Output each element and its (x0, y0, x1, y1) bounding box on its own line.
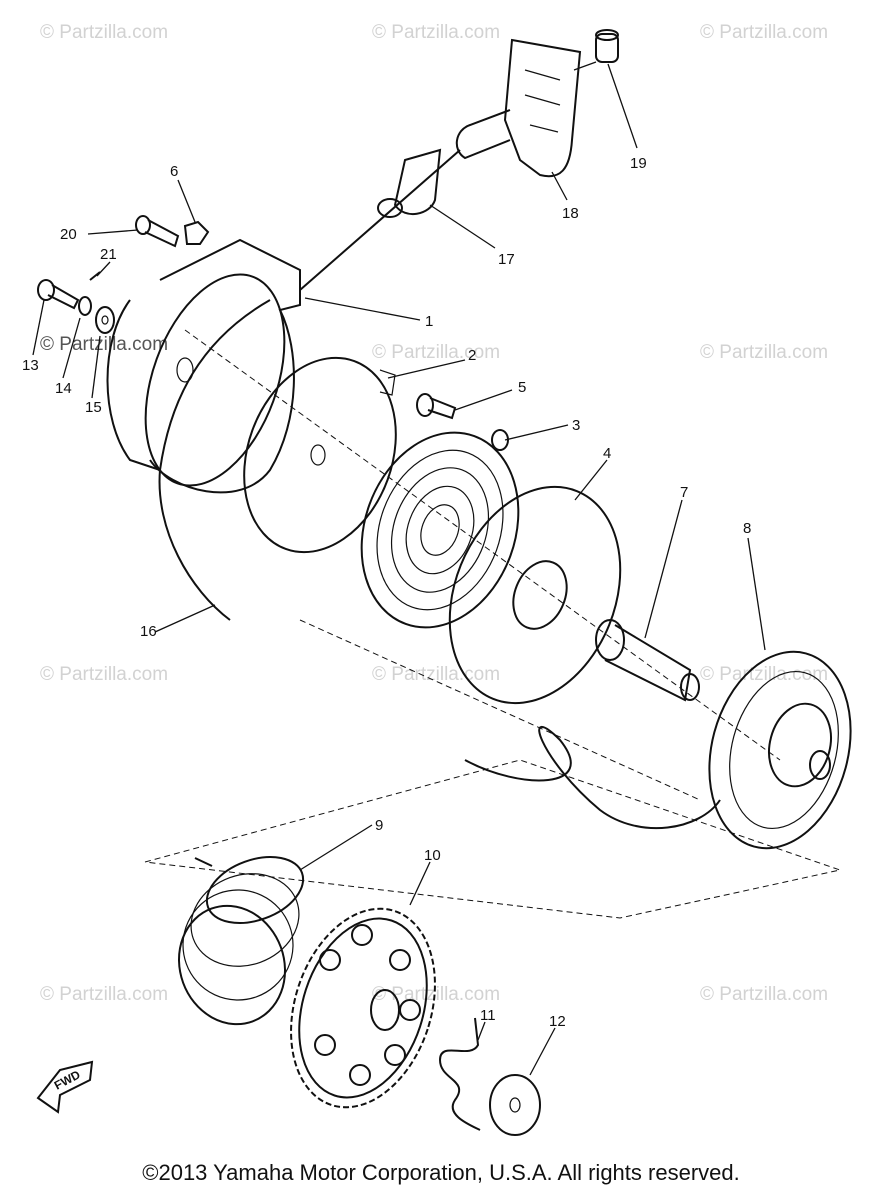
watermark: © Partzilla.com (700, 984, 828, 1005)
watermark: © Partzilla.com (372, 664, 500, 685)
part-20-bolt (135, 215, 180, 248)
rope-loop (464, 726, 721, 830)
watermark: © Partzilla.com (700, 664, 828, 685)
callout-6: 6 (170, 163, 178, 180)
fwd-label: FWD (52, 1067, 83, 1092)
callout-15: 15 (85, 399, 102, 416)
part-16-rope (158, 299, 271, 621)
part-7-shaft (595, 619, 700, 702)
part-11-clip (438, 1017, 481, 1131)
starter-rope (299, 149, 461, 291)
callout-18: 18 (562, 205, 579, 222)
copyright-notice: ©2013 Yamaha Motor Corporation, U.S.A. A… (142, 1160, 740, 1185)
part-14-washer (78, 296, 92, 316)
callout-21: 21 (100, 246, 117, 263)
callout-2: 2 (468, 347, 476, 364)
watermark-overprint: © Partzilla.com (40, 334, 168, 355)
callout-14: 14 (55, 380, 72, 397)
callout-8: 8 (743, 520, 751, 537)
callout-3: 3 (572, 417, 580, 434)
callout-16: 16 (140, 623, 157, 640)
part-1-starter-case (106, 238, 301, 494)
callout-5: 5 (518, 379, 526, 396)
fwd-arrow-icon: FWD (36, 1060, 94, 1114)
part-2-spring-cover (243, 356, 397, 554)
callout-12: 12 (549, 1013, 566, 1030)
watermark: © Partzilla.com (372, 342, 500, 363)
part-6-nut (183, 220, 210, 245)
callout-19: 19 (630, 155, 647, 172)
callout-4: 4 (603, 445, 611, 462)
watermark: © Partzilla.com (40, 984, 168, 1005)
callout-10: 10 (424, 847, 441, 864)
part-3-recoil-spring (360, 429, 520, 629)
part-12-washer (489, 1074, 541, 1136)
watermark: © Partzilla.com (40, 664, 168, 685)
part-10-drive-gear (290, 907, 436, 1109)
watermark: © Partzilla.com (700, 342, 828, 363)
watermark: © Partzilla.com (372, 984, 500, 1005)
callout-9: 9 (375, 817, 383, 834)
leader-lines (32, 63, 766, 1076)
callout-11: 11 (480, 1007, 496, 1024)
callout-7: 7 (680, 484, 688, 501)
part-8-pulley (708, 650, 852, 850)
part-19-rope-grip-cap (573, 29, 619, 71)
watermark: © Partzilla.com (372, 22, 500, 43)
watermarks: © Partzilla.com © Partzilla.com © Partzi… (40, 22, 828, 1005)
callout-1: 1 (425, 313, 433, 330)
assembly-centerlines (144, 329, 842, 919)
part-18-starter-handle (455, 38, 582, 178)
part-15-washer (95, 306, 115, 334)
part-13-bolt (37, 279, 80, 310)
part-17-rope-guide (377, 148, 442, 218)
part-9-friction-spring (178, 856, 305, 1026)
part-5-screw (416, 393, 457, 420)
part-4-plate (448, 485, 622, 705)
callout-20: 20 (60, 226, 77, 243)
callout-numbers: 1 2 3 4 5 6 7 8 9 10 11 12 13 14 15 16 1… (22, 155, 751, 1030)
watermark: © Partzilla.com (700, 22, 828, 43)
part-21-pin (89, 271, 101, 281)
watermark: © Partzilla.com (40, 22, 168, 43)
callout-13: 13 (22, 357, 39, 374)
callout-17: 17 (498, 251, 515, 268)
